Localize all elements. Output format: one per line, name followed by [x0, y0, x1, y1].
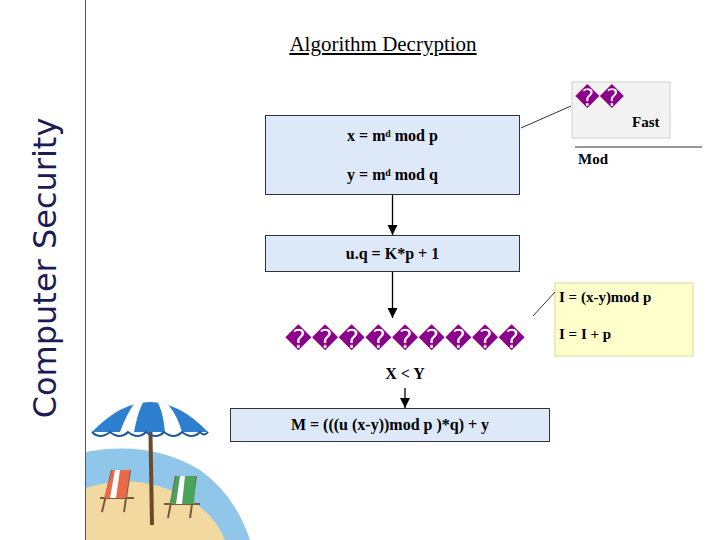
leader-line [521, 106, 571, 128]
node-text: X < Y [385, 365, 425, 383]
callout-text: Mod [578, 151, 608, 168]
decision-step: ��������� X < Y [280, 318, 530, 388]
process-box: M = (((u (x-y))mod p )*q) + y [230, 408, 550, 442]
process-box: u.q = K*p + 1 [265, 235, 520, 272]
flow-arrow [404, 388, 405, 408]
callout-rule [575, 147, 702, 148]
flow-arrow [392, 195, 393, 235]
callout-text: I = (x-y)mod p [559, 289, 651, 306]
callout-text: Fast [632, 114, 660, 131]
flow-arrow [392, 272, 393, 318]
node-text: u.q = K*p + 1 [346, 245, 439, 263]
node-text: M = (((u (x-y))mod p )*q) + y [291, 416, 489, 434]
side-rule [85, 0, 86, 540]
callout-box [572, 82, 670, 138]
node-text: y = mᵈ mod q [347, 166, 438, 184]
node-text: x = mᵈ mod p [347, 127, 438, 145]
beach-illustration [86, 395, 250, 540]
leader-line [533, 292, 555, 316]
node-text: ��������� [285, 324, 525, 354]
callout-text: �� [575, 84, 624, 112]
side-title: Computer Security [26, 118, 64, 419]
slide-title: Algorithm Decryption [289, 32, 476, 57]
callout-box [555, 283, 693, 356]
process-box: x = mᵈ mod p y = mᵈ mod q [265, 115, 520, 195]
callout-text: I = I + p [559, 326, 611, 343]
